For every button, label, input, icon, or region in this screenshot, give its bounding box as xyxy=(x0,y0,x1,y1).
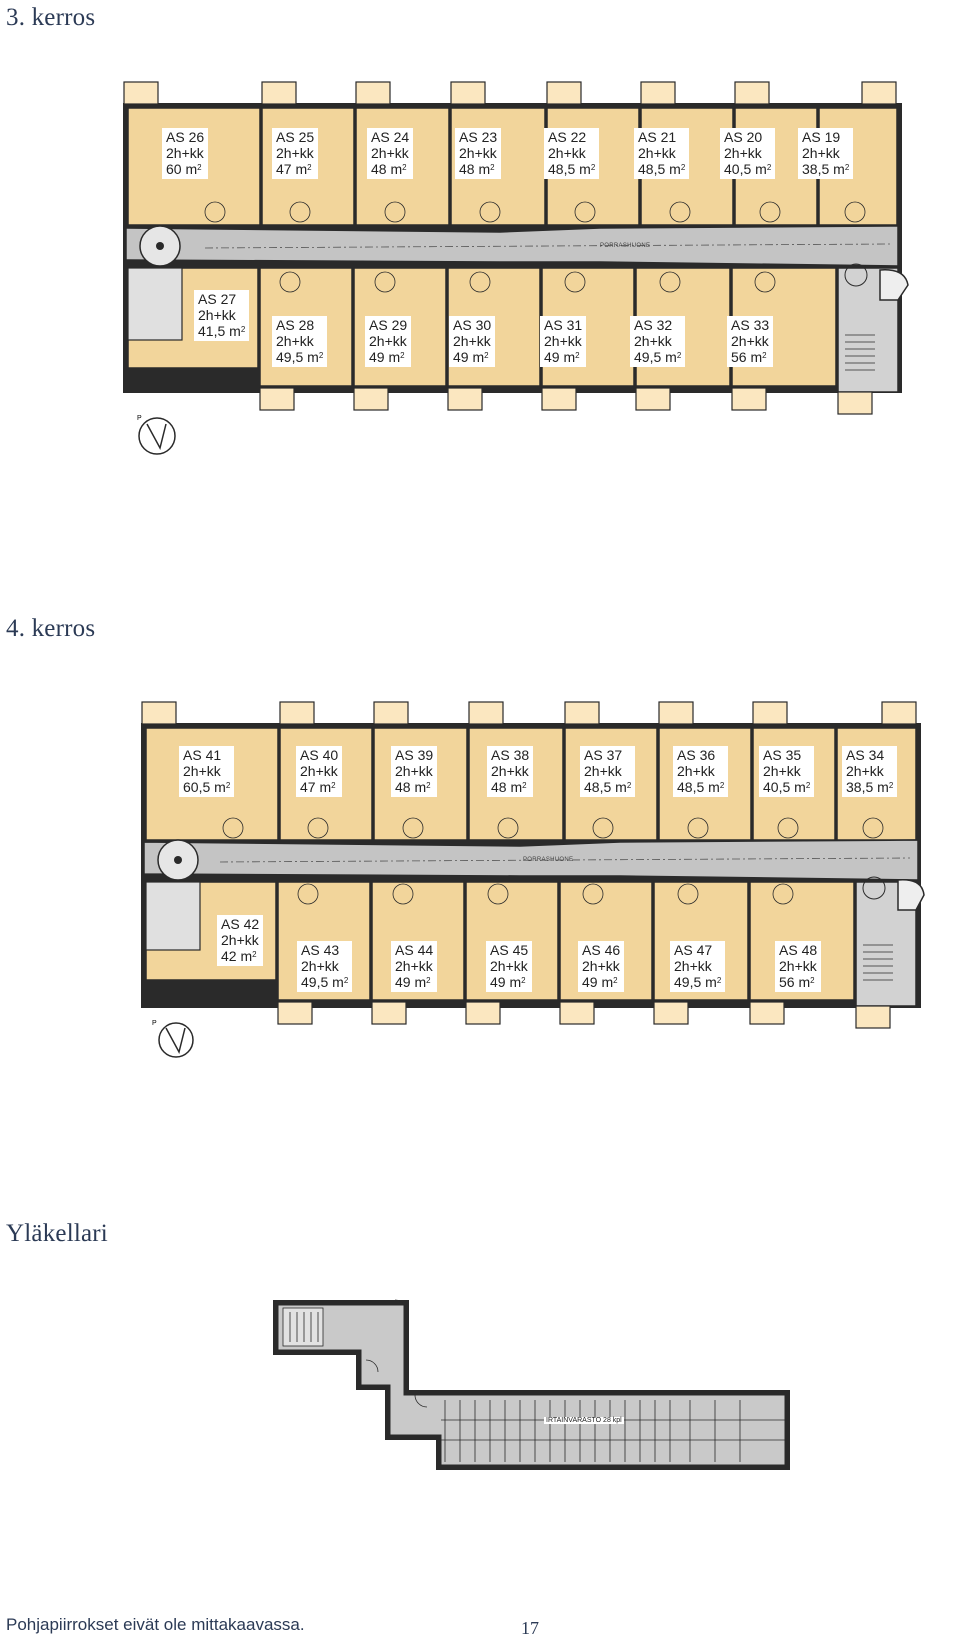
page-number: 17 xyxy=(521,1618,539,1638)
footer-note: Pohjapiirrokset eivät ole mittakaavassa. xyxy=(6,1615,305,1634)
floor-4-plan: P xyxy=(141,701,925,1058)
floor-3-building xyxy=(123,81,909,415)
corridor-label: PORRASHUONE xyxy=(600,243,651,249)
basement-title: Yläkellari xyxy=(6,1220,108,1247)
compass-north-icon: P xyxy=(152,1020,194,1058)
storage-label: IRTAINVARASTO 28 kpl xyxy=(544,1417,624,1424)
stairwell-icon xyxy=(863,944,893,981)
floor-3-plan: P xyxy=(123,81,909,455)
stairwell-icon xyxy=(845,334,875,371)
floor-4-title: 4. kerros xyxy=(6,615,96,642)
floor-3-title: 3. kerros xyxy=(6,4,96,31)
compass-north-icon: P xyxy=(137,415,176,455)
stairwell-icon xyxy=(282,1307,324,1347)
corridor-label: PORRASHUONE xyxy=(523,857,574,863)
svg-text:P: P xyxy=(137,415,142,422)
basement-plan xyxy=(273,1299,790,1470)
svg-text:P: P xyxy=(152,1020,157,1027)
